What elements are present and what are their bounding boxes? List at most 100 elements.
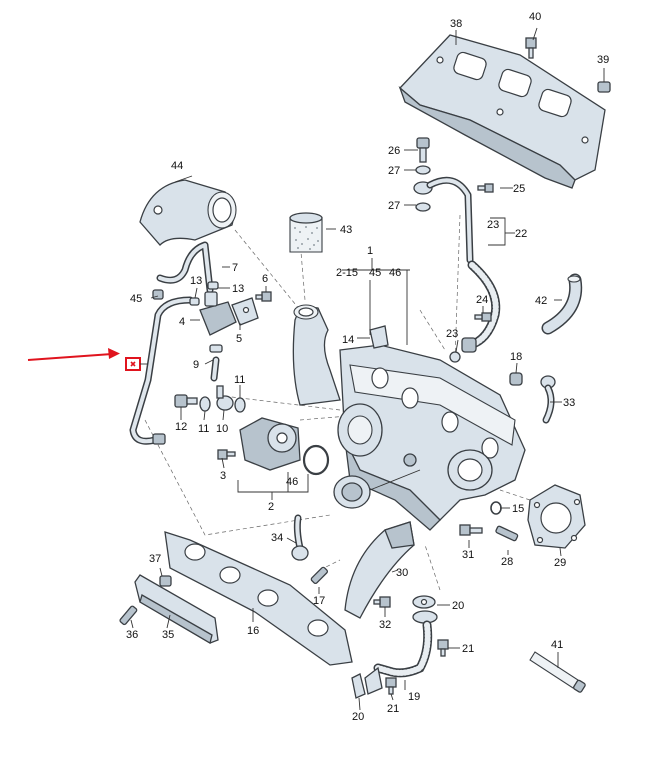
nut-18[interactable] [509, 372, 523, 386]
callout-27-lower: 27 [388, 200, 400, 212]
callout-27-upper: 27 [388, 165, 400, 177]
turbocharger-1[interactable] [292, 304, 526, 531]
stud-36[interactable] [119, 605, 138, 626]
exhaust-manifold-gasket-16[interactable] [164, 531, 353, 666]
callout-2-15: 2-15 [336, 267, 358, 279]
seal-washer-27-lower[interactable] [415, 202, 431, 212]
callout-9: 9 [193, 359, 199, 371]
callout-20-lower: 20 [352, 711, 364, 723]
callout-46-upper: 46 [389, 267, 401, 279]
callout-7: 7 [232, 262, 238, 274]
stud-17[interactable] [310, 566, 329, 585]
seal-ring-23[interactable] [449, 351, 461, 363]
filter-sleeve-43[interactable] [289, 212, 323, 253]
coolant-line-33[interactable] [540, 375, 556, 424]
seal-washer-11-left[interactable] [199, 396, 211, 412]
bracket-14[interactable] [369, 325, 389, 349]
wastegate-actuator-2[interactable] [239, 417, 301, 471]
callout-5: 5 [236, 333, 242, 345]
vacuum-hose-7[interactable] [156, 241, 214, 294]
bolt-24[interactable] [474, 312, 492, 322]
nut-37[interactable] [159, 575, 172, 587]
hose-clip-45[interactable] [152, 289, 164, 300]
callout-34: 34 [271, 532, 283, 544]
callout-23-lower: 23 [446, 328, 458, 340]
hose-clip-13-upper[interactable] [207, 281, 219, 290]
callout-36: 36 [126, 629, 138, 641]
banjo-bolt-26[interactable] [416, 137, 430, 163]
callout-12: 12 [175, 421, 187, 433]
oil-supply-line-22[interactable] [413, 176, 501, 353]
hose-clip-9[interactable] [209, 344, 223, 382]
bolt-6[interactable] [255, 291, 272, 302]
callout-32: 32 [379, 619, 391, 631]
coolant-hose-42[interactable] [541, 273, 583, 335]
callout-43: 43 [340, 224, 352, 236]
stud-28[interactable] [495, 525, 519, 542]
oil-return-line-19[interactable] [364, 610, 438, 695]
nut-39[interactable] [597, 81, 611, 93]
highlight-marker[interactable] [125, 357, 148, 371]
callout-45-left: 45 [130, 293, 142, 305]
callout-38: 38 [450, 18, 462, 30]
seal-washer-11-right[interactable] [234, 397, 246, 413]
callout-23-upper: 23 [487, 219, 499, 231]
callout-3: 3 [220, 470, 226, 482]
callout-25: 25 [513, 183, 525, 195]
vacuum-hose-highlighted[interactable] [129, 296, 194, 445]
callout-16: 16 [247, 625, 259, 637]
callout-22: 22 [515, 228, 527, 240]
callout-41: 41 [551, 639, 563, 651]
callout-46-lower: 46 [286, 476, 298, 488]
callout-15: 15 [512, 503, 524, 515]
banjo-fitting-10[interactable] [216, 385, 234, 411]
callout-11-lower: 11 [198, 423, 209, 435]
callout-6: 6 [262, 273, 268, 285]
callout-39: 39 [597, 54, 609, 66]
sealant-tube-41[interactable] [529, 651, 586, 693]
bolt-3[interactable] [217, 449, 236, 460]
callout-10: 10 [216, 423, 228, 435]
callout-31: 31 [462, 549, 474, 561]
seal-washer-27-upper[interactable] [415, 165, 431, 175]
callout-21-lower: 21 [387, 703, 399, 715]
o-ring-46[interactable] [302, 444, 330, 476]
solenoid-valve-4[interactable] [199, 291, 237, 336]
heat-shield-upper-38[interactable] [398, 34, 606, 189]
callout-21-right: 21 [462, 643, 474, 655]
callout-37: 37 [149, 553, 161, 565]
air-intake-duct-44[interactable] [139, 179, 237, 246]
pipe-34[interactable] [291, 514, 309, 561]
bracket-5[interactable] [231, 297, 259, 326]
bolt-40[interactable] [525, 37, 537, 59]
gasket-20-upper[interactable] [412, 595, 436, 609]
bolt-21-lower[interactable] [385, 677, 397, 695]
callout-13-right: 13 [232, 283, 244, 295]
callout-20-right: 20 [452, 600, 464, 612]
hose-clip-13-lower[interactable] [189, 297, 200, 306]
callout-33: 33 [563, 397, 575, 409]
callout-14: 14 [342, 334, 354, 346]
callout-1: 1 [367, 245, 373, 257]
callout-26: 26 [388, 145, 400, 157]
leader-lines [130, 27, 605, 711]
banjo-bolt-12[interactable] [174, 394, 198, 408]
heat-shield-30[interactable] [344, 521, 415, 619]
clip-15[interactable] [490, 501, 502, 515]
callout-19: 19 [408, 691, 420, 703]
callout-30: 30 [396, 567, 408, 579]
highlight-arrow-icon [27, 348, 120, 361]
callout-28: 28 [501, 556, 513, 568]
gasket-29[interactable] [527, 484, 586, 549]
bolt-31[interactable] [459, 524, 483, 536]
bolt-32[interactable] [373, 596, 391, 608]
callout-17: 17 [313, 595, 325, 607]
bolt-21-right[interactable] [437, 639, 449, 657]
callout-40: 40 [529, 11, 541, 23]
heat-shield-35[interactable] [134, 574, 219, 644]
callout-4: 4 [179, 316, 185, 328]
bolt-25[interactable] [477, 183, 494, 193]
callout-35: 35 [162, 629, 174, 641]
gasket-20-lower[interactable] [351, 673, 366, 699]
callout-24: 24 [476, 294, 488, 306]
